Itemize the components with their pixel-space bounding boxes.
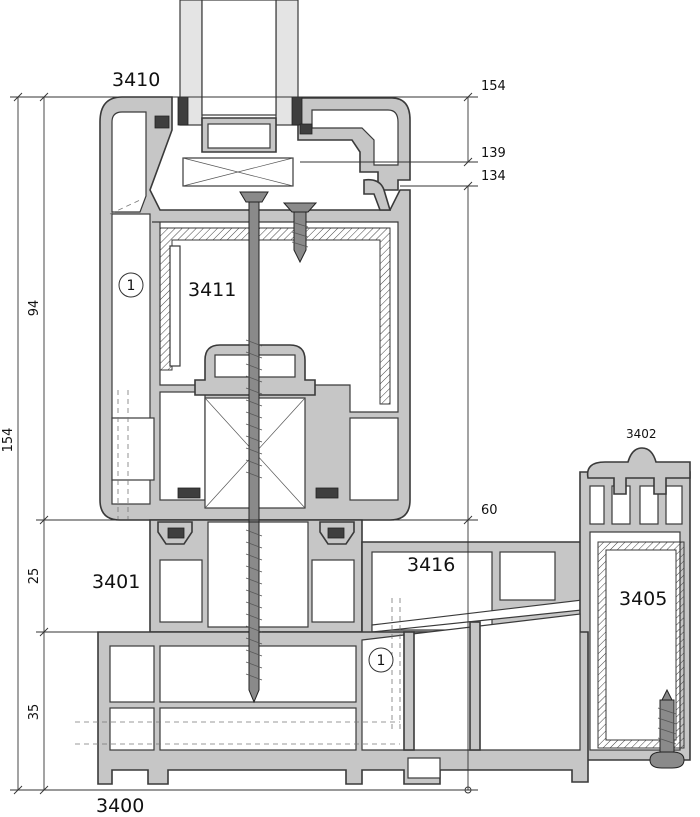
label-frame-profile: 3401 [92,571,140,593]
base-profile [97,613,589,785]
short-screw-upper [282,202,318,264]
dim-overall-154: 154 [1,428,16,453]
dim-139: 139 [481,146,506,161]
chamber-marker-lower: 1 [368,647,394,673]
dim-94: 94 [27,300,42,317]
chamber-marker-upper-text: 1 [127,278,136,294]
sill-profile [579,471,691,761]
sash-seals [154,96,392,499]
dimension-lines [10,92,478,795]
long-anchor-screw [239,191,269,704]
label-sash-profile: 3410 [112,69,160,91]
cover-profile [586,447,691,495]
label-coupling-profile: 3416 [407,554,455,576]
dim-60: 60 [481,503,498,518]
label-base-profile: 3400 [96,795,144,817]
chamber-marker-lower-text: 1 [377,653,386,669]
dim-134: 134 [481,169,506,184]
coupling-profile [361,541,583,641]
short-screw-sill [649,688,685,769]
glazing-reinforcement [159,227,391,405]
dim-35: 35 [27,704,42,721]
label-cover-profile: 3402 [626,427,657,441]
chamber-marker-upper: 1 [118,272,144,298]
label-sill-profile: 3405 [619,588,667,610]
dim-25: 25 [27,568,42,585]
label-glazing-reinforcement: 3411 [188,279,236,301]
dim-top-154: 154 [481,79,506,94]
hidden-lines [75,199,401,745]
glazing-unit [179,0,299,187]
